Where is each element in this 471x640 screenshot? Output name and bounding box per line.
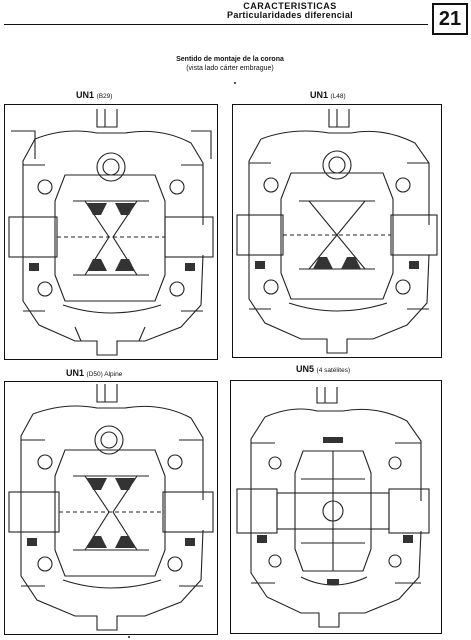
- mounting-direction-heading: Sentido de montaje de la corona: [176, 56, 284, 63]
- diagram-panel-un5: [230, 380, 442, 634]
- diagram-variant: (L48): [330, 93, 346, 100]
- mounting-direction-note: (vista lado cárter embrague): [186, 65, 274, 72]
- diagram-panel-l48: [232, 104, 442, 358]
- diagram-label-3: UN1 (D50) Alpine: [66, 368, 122, 378]
- scan-speck: [128, 636, 130, 638]
- header-subtitle: Particularidades diferencial: [227, 10, 353, 20]
- differential-drawing-l48: [236, 109, 438, 354]
- diagram-label-4: UN5 (4 satélites): [296, 364, 350, 374]
- differential-drawing-un5: [236, 387, 430, 628]
- scan-speck: [234, 82, 236, 84]
- diagram-model: UN1: [66, 368, 85, 378]
- diagram-model: UN1: [310, 90, 329, 100]
- diagram-variant: (B29): [96, 93, 113, 100]
- diagram-model: UN5: [296, 364, 315, 374]
- differential-drawing-b29: [8, 109, 214, 356]
- diagram-variant: (D50) Alpine: [86, 371, 123, 378]
- diagram-label-1: UN1 (B29): [76, 90, 112, 100]
- header-rule: [4, 24, 428, 25]
- diagram-variant: (4 satélites): [316, 367, 351, 374]
- diagram-label-2: UN1 (L48): [310, 90, 346, 100]
- diagram-model: UN1: [76, 90, 95, 100]
- diagram-panel-b29: [4, 104, 218, 360]
- differential-drawing-d50-alpine: [8, 384, 214, 631]
- page-number: 21: [432, 3, 468, 35]
- diagram-panel-d50-alpine: [4, 381, 218, 635]
- header-title: CARACTERISTICAS: [243, 1, 337, 11]
